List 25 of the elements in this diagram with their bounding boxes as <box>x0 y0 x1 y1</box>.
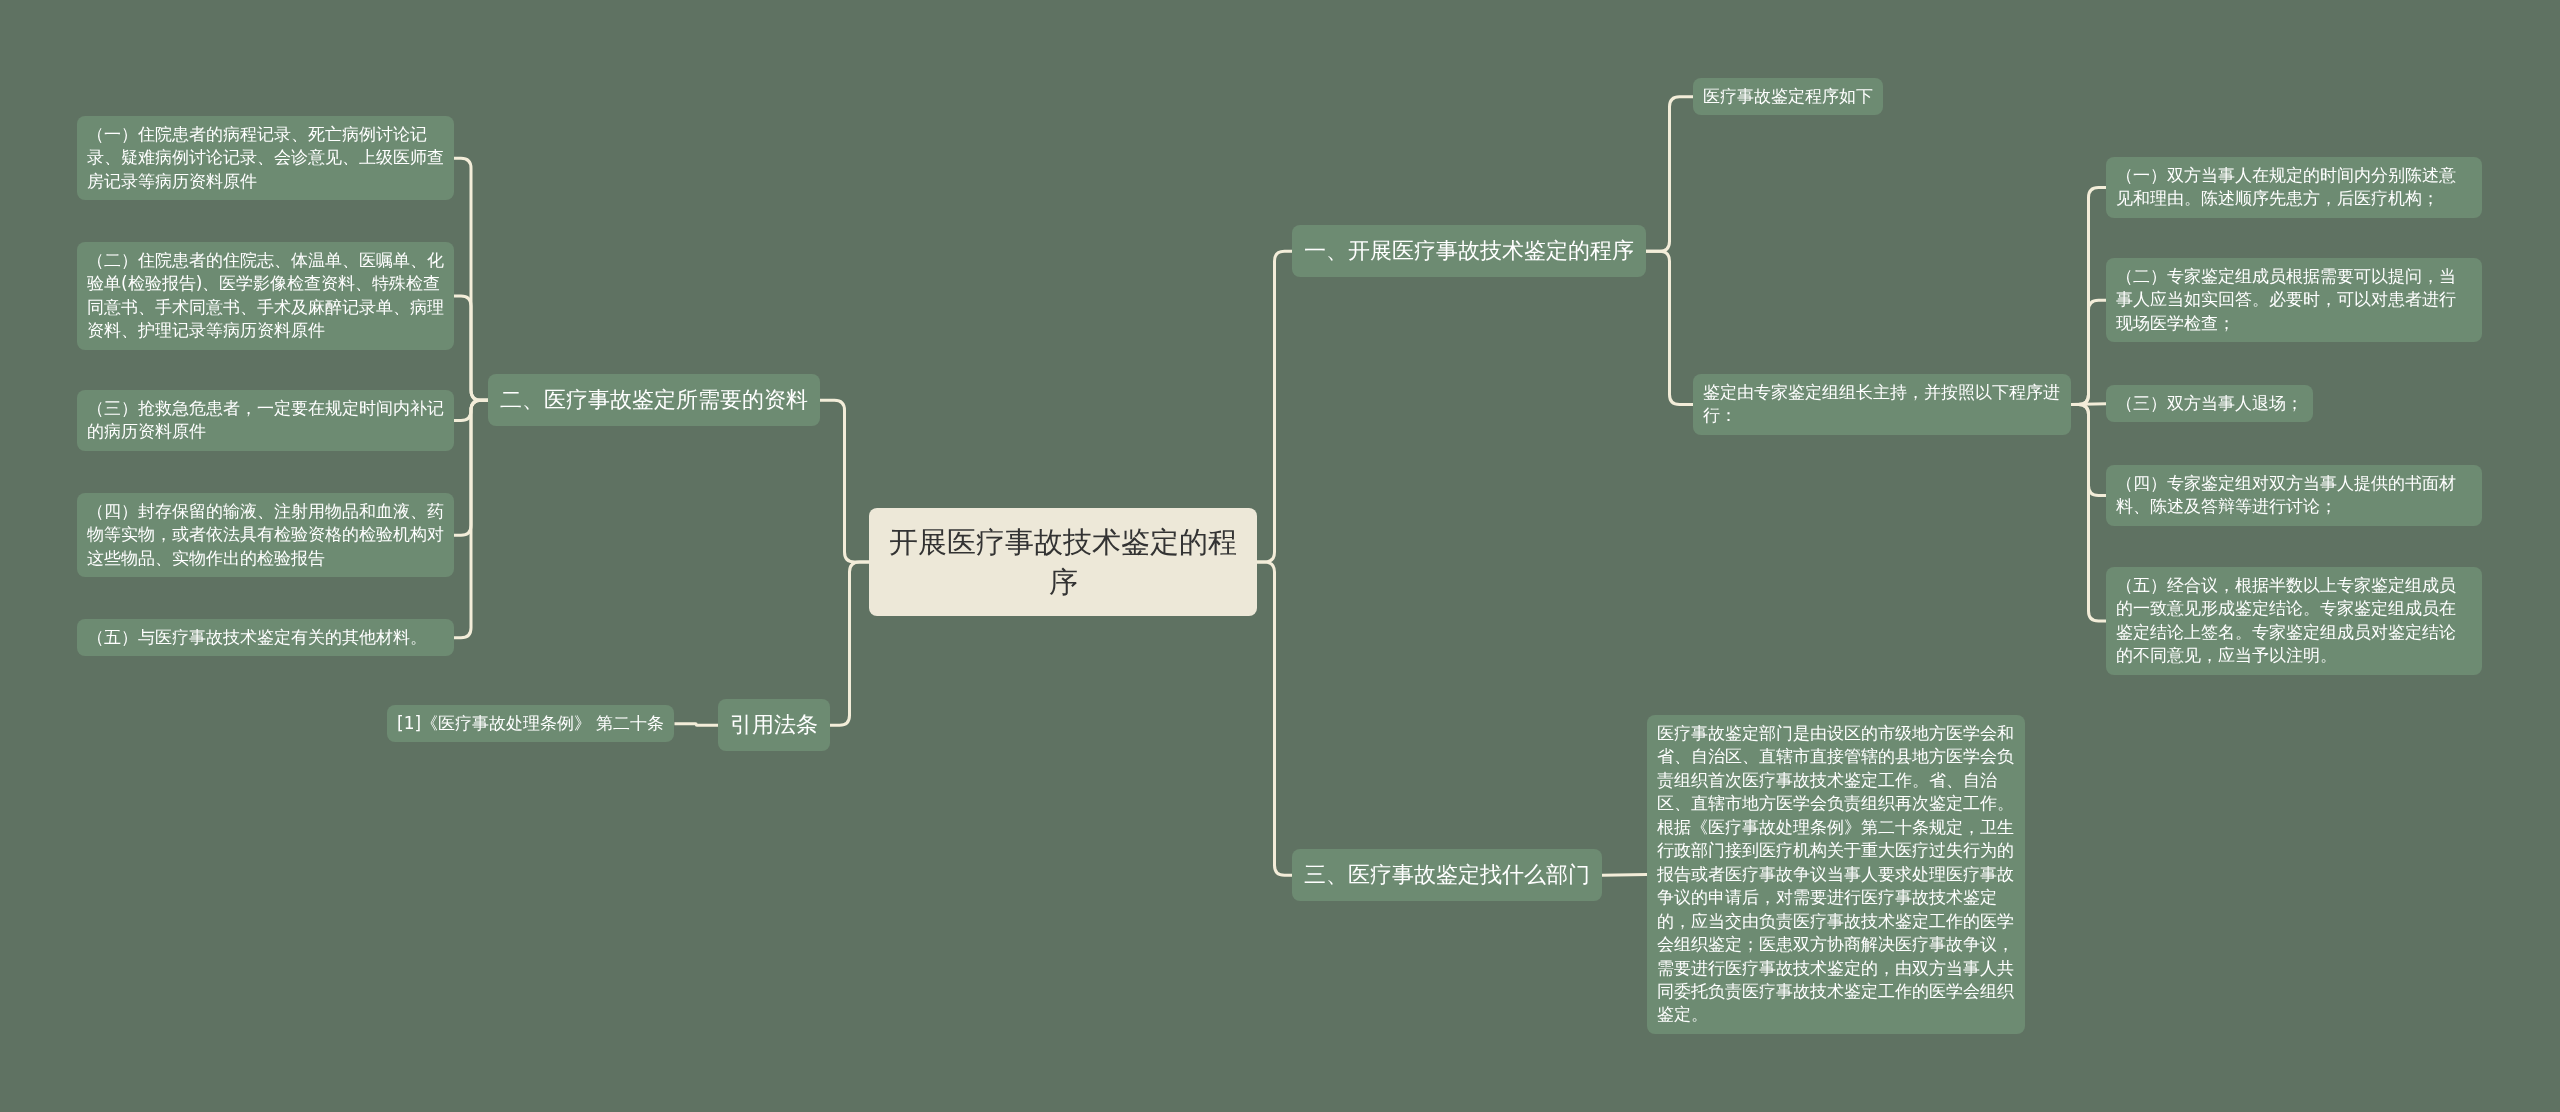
branch-topic: 三、医疗事故鉴定找什么部门 <box>1292 849 1602 902</box>
subtopic-box: （一）住院患者的病程记录、死亡病例讨论记录、疑难病例讨论记录、会诊意见、上级医师查房记录等病历资料原件 <box>77 116 454 201</box>
subtopic-box: 鉴定由专家鉴定组组长主持，并按照以下程序进行： <box>1693 374 2071 435</box>
subtopic-box: 医疗事故鉴定部门是由设区的市级地方医学会和省、自治区、直辖市直接管辖的县地方医学会负责组织首次医疗事故技术鉴定工作。省、自治区、直辖市地方医学会负责组织再次鉴定工作。根据《医疗事故处理条例》第二十条规定，卫生行政部门接到医疗机构关于重大医疗过失行为的报告或者医疗事故争议当事人要求处理医疗事故争议的申请后，对需要进行医疗事故技术鉴定的，应当交由负责医疗事故技术鉴定工作的医学会组织鉴定；医患双方协商解决医疗事故争议，需要进行医疗事故技术鉴定的，由双方当事人共同委托负责医疗事故技术鉴定工作的医学会组织鉴定。 <box>1647 715 2025 1034</box>
subtopic-box: （二）专家鉴定组成员根据需要可以提问，当事人应当如实回答。必要时，可以对患者进行现场医学检查； <box>2106 258 2482 343</box>
subtopic-box: [1]《医疗事故处理条例》 第二十条 <box>387 705 675 743</box>
connector-line <box>830 560 869 727</box>
connector-line <box>1601 872 1648 877</box>
subtopic-box: （一）双方当事人在规定的时间内分别陈述意见和理由。陈述顺序先患方，后医疗机构； <box>2106 157 2482 218</box>
connector-line <box>2071 402 2106 623</box>
subtopic-box: （三）双方当事人退场； <box>2106 385 2313 423</box>
connector-line <box>674 722 718 727</box>
connector-line <box>1646 249 1693 406</box>
branch-topic: 一、开展医疗事故技术鉴定的程序 <box>1292 225 1646 278</box>
subtopic-box: （四）封存保留的输液、注射用物品和血液、药物等实物，或者依法具有检验资格的检验机构对这些物品、实物作出的检验报告 <box>77 493 454 578</box>
connector-line <box>1257 560 1292 877</box>
subtopic-box: 医疗事故鉴定程序如下 <box>1693 78 1883 116</box>
subtopic-box: （五）与医疗事故技术鉴定有关的其他材料。 <box>77 619 454 657</box>
branch-topic: 二、医疗事故鉴定所需要的资料 <box>488 374 820 427</box>
subtopic-box: （二）住院患者的住院志、体温单、医嘱单、化验单(检验报告)、医学影像检查资料、特殊检查同意书、手术同意书、手术及麻醉记录单、病理资料、护理记录等病历资料原件 <box>77 242 454 350</box>
subtopic-box: （四）专家鉴定组对双方当事人提供的书面材料、陈述及答辩等进行讨论； <box>2106 465 2482 526</box>
subtopic-box: （三）抢救急危患者，一定要在规定时间内补记的病历资料原件 <box>77 390 454 451</box>
subtopic-box: （五）经合议，根据半数以上专家鉴定组成员的一致意见形成鉴定结论。专家鉴定组成员在鉴定结论上签名。专家鉴定组成员对鉴定结论的不同意见，应当予以注明。 <box>2106 567 2482 675</box>
central-topic: 开展医疗事故技术鉴定的程序 <box>869 508 1257 617</box>
branch-topic: 引用法条 <box>718 699 830 752</box>
